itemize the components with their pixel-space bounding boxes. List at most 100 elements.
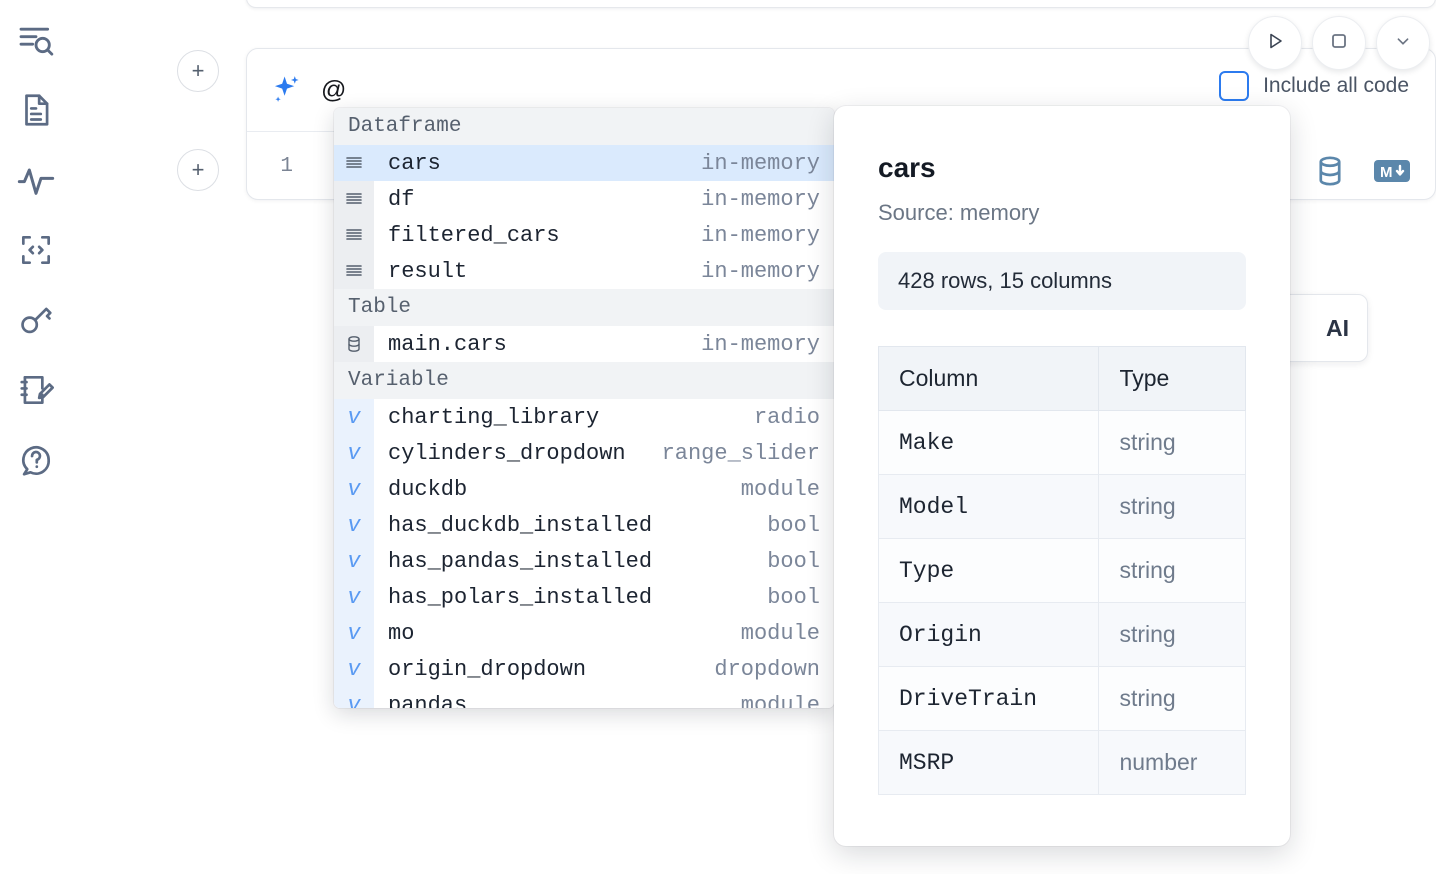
stop-button[interactable] <box>1312 16 1366 70</box>
autocomplete-item[interactable]: main.carsin-memory <box>334 326 834 362</box>
autocomplete-item-name: result <box>374 259 701 284</box>
sidebar-item-variables[interactable] <box>14 158 58 202</box>
autocomplete-item-name: cylinders_dropdown <box>374 441 662 466</box>
autocomplete-item-type: in-memory <box>701 259 834 284</box>
autocomplete-item-name: cars <box>374 151 701 176</box>
autocomplete-item-type: dropdown <box>714 657 834 682</box>
autocomplete-item-name: filtered_cars <box>374 223 701 248</box>
file-text-icon <box>17 91 55 129</box>
autocomplete-item-type: in-memory <box>701 332 834 357</box>
detail-title: cars <box>878 152 1246 184</box>
sidebar <box>0 0 72 874</box>
chevron-down-icon <box>1392 30 1414 57</box>
schema-table-row: Typestring <box>879 539 1246 603</box>
autocomplete-dropdown[interactable]: Dataframecarsin-memorydfin-memoryfiltere… <box>334 108 834 708</box>
schema-column-type: string <box>1099 539 1246 603</box>
autocomplete-item-type: in-memory <box>701 223 834 248</box>
include-all-code-checkbox[interactable] <box>1219 71 1249 101</box>
database-icon <box>334 326 374 362</box>
autocomplete-item[interactable]: vorigin_dropdowndropdown <box>334 651 834 687</box>
previous-cell-stub <box>246 0 1436 8</box>
autocomplete-item-type: bool <box>767 549 834 574</box>
autocomplete-item-type: in-memory <box>701 187 834 212</box>
detail-row-column-count: 428 rows, 15 columns <box>878 252 1246 310</box>
autocomplete-item[interactable]: vhas_pandas_installedbool <box>334 543 834 579</box>
schema-column-type: string <box>1099 411 1246 475</box>
plus-icon: + <box>192 159 205 181</box>
play-triangle-icon <box>1263 29 1287 58</box>
stop-square-icon <box>1327 29 1351 58</box>
schema-column-type: number <box>1099 731 1246 795</box>
autocomplete-item-type: module <box>741 477 834 502</box>
autocomplete-item-type: bool <box>767 513 834 538</box>
schema-column-type: string <box>1099 603 1246 667</box>
svg-text:M: M <box>1380 164 1393 181</box>
run-button[interactable] <box>1248 16 1302 70</box>
variable-icon: v <box>334 399 374 435</box>
ai-prompt-input[interactable] <box>321 76 1172 105</box>
autocomplete-item[interactable]: vpandasmodule <box>334 687 834 708</box>
list-lines-icon <box>334 145 374 181</box>
schema-column-header: Column <box>879 347 1099 411</box>
include-all-code-control[interactable]: Include all code <box>1219 71 1409 101</box>
key-icon <box>17 301 55 339</box>
autocomplete-item[interactable]: resultin-memory <box>334 253 834 289</box>
schema-table-row: Modelstring <box>879 475 1246 539</box>
sidebar-item-secrets[interactable] <box>14 298 58 342</box>
autocomplete-item[interactable]: vcharting_libraryradio <box>334 399 834 435</box>
activity-pulse-icon <box>16 160 56 200</box>
schema-table-header-row: Column Type <box>879 347 1246 411</box>
database-icon[interactable] <box>1313 154 1347 188</box>
autocomplete-item-type: module <box>741 621 834 646</box>
help-chat-icon <box>17 441 55 479</box>
schema-column-name: DriveTrain <box>879 667 1099 731</box>
schema-type-header: Type <box>1099 347 1246 411</box>
outline-search-icon <box>16 20 56 60</box>
autocomplete-item-name: pandas <box>374 693 741 709</box>
run-controls <box>1248 16 1430 70</box>
sidebar-item-notebook[interactable] <box>14 88 58 132</box>
sidebar-item-scratchpad[interactable] <box>14 368 58 412</box>
sidebar-item-help[interactable] <box>14 438 58 482</box>
autocomplete-item-name: charting_library <box>374 405 754 430</box>
autocomplete-item-type: bool <box>767 585 834 610</box>
add-cell-above-button[interactable]: + <box>177 50 219 92</box>
schema-column-name: MSRP <box>879 731 1099 795</box>
autocomplete-item-name: has_pandas_installed <box>374 549 767 574</box>
variable-icon: v <box>334 651 374 687</box>
autocomplete-item[interactable]: filtered_carsin-memory <box>334 217 834 253</box>
schema-table-row: Originstring <box>879 603 1246 667</box>
more-actions-button[interactable] <box>1376 16 1430 70</box>
autocomplete-item[interactable]: dfin-memory <box>334 181 834 217</box>
autocomplete-item[interactable]: vhas_polars_installedbool <box>334 579 834 615</box>
autocomplete-item-name: origin_dropdown <box>374 657 714 682</box>
autocomplete-item-name: df <box>374 187 701 212</box>
ai-sparkle-icon <box>269 73 303 107</box>
sidebar-item-explore[interactable] <box>14 18 58 62</box>
autocomplete-section-header: Table <box>334 289 834 326</box>
autocomplete-item-name: mo <box>374 621 741 646</box>
schema-table-row: MSRPnumber <box>879 731 1246 795</box>
autocomplete-item-type: radio <box>754 405 834 430</box>
autocomplete-list[interactable]: Dataframecarsin-memorydfin-memoryfiltere… <box>334 108 834 708</box>
autocomplete-item-type: module <box>741 693 834 709</box>
schema-column-name: Type <box>879 539 1099 603</box>
autocomplete-item[interactable]: vduckdbmodule <box>334 471 834 507</box>
sidebar-item-snippets[interactable] <box>14 228 58 272</box>
autocomplete-item[interactable]: vmomodule <box>334 615 834 651</box>
schema-column-name: Model <box>879 475 1099 539</box>
autocomplete-item[interactable]: vcylinders_dropdownrange_slider <box>334 435 834 471</box>
markdown-icon[interactable]: M <box>1373 157 1411 185</box>
schema-column-name: Origin <box>879 603 1099 667</box>
autocomplete-item[interactable]: vhas_duckdb_installedbool <box>334 507 834 543</box>
list-lines-icon <box>334 253 374 289</box>
autocomplete-item-name: has_polars_installed <box>374 585 767 610</box>
detail-source: Source: memory <box>878 200 1246 226</box>
autocomplete-item[interactable]: carsin-memory <box>334 145 834 181</box>
add-cell-below-button[interactable]: + <box>177 149 219 191</box>
notepad-pencil-icon <box>17 371 55 409</box>
variable-icon: v <box>334 507 374 543</box>
variable-icon: v <box>334 543 374 579</box>
autocomplete-item-type: in-memory <box>701 151 834 176</box>
